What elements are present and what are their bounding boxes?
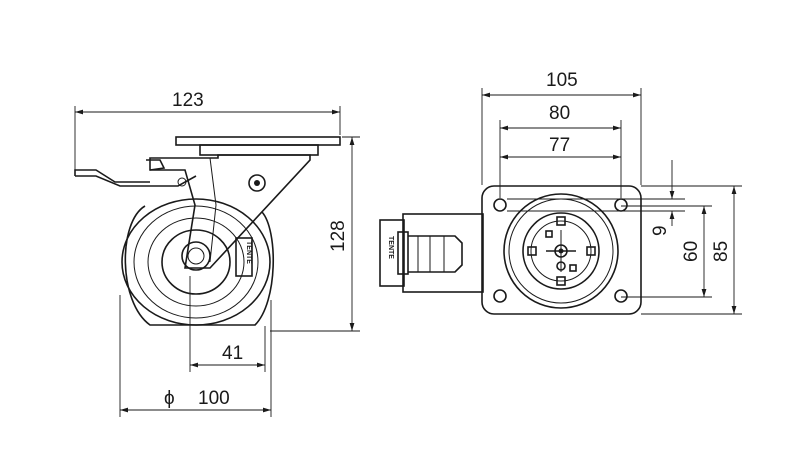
dim-offset: 41 (222, 343, 243, 364)
bolt-hole (614, 289, 628, 303)
dim-diameter-symbol: ϕ (164, 388, 175, 409)
dim-wheel-diameter: 100 (198, 388, 230, 409)
dim-bolt-hole: 9 (650, 225, 671, 236)
logo-label-side: TENTE (245, 241, 252, 264)
dim-bolt-spacing-short: 60 (681, 241, 702, 262)
brake-housing (402, 213, 484, 293)
top-plate (175, 136, 341, 146)
bolt-hole (493, 198, 507, 212)
dim-plate-length: 85 (711, 241, 732, 262)
fork (149, 154, 311, 269)
logo-label-top: TENTE (387, 236, 394, 259)
mounting-plate (481, 185, 642, 315)
dim-bolt-spacing-long: 80 (549, 103, 570, 124)
side-view: TENTE (74, 136, 341, 326)
dim-overall-length: 123 (172, 90, 204, 111)
dim-bolt-spacing-long-alt: 77 (549, 135, 570, 156)
top-view: TENTE (379, 185, 642, 315)
top-dimensions: 105 80 77 9 60 85 (481, 70, 742, 315)
dim-plate-width: 105 (546, 70, 578, 91)
bolt-hole (614, 198, 628, 212)
bolt-hole (493, 289, 507, 303)
wheel (121, 198, 274, 326)
dim-height: 128 (328, 220, 349, 252)
side-dimensions: 123 128 41 ϕ 100 (74, 90, 360, 417)
swivel-head (199, 144, 319, 156)
